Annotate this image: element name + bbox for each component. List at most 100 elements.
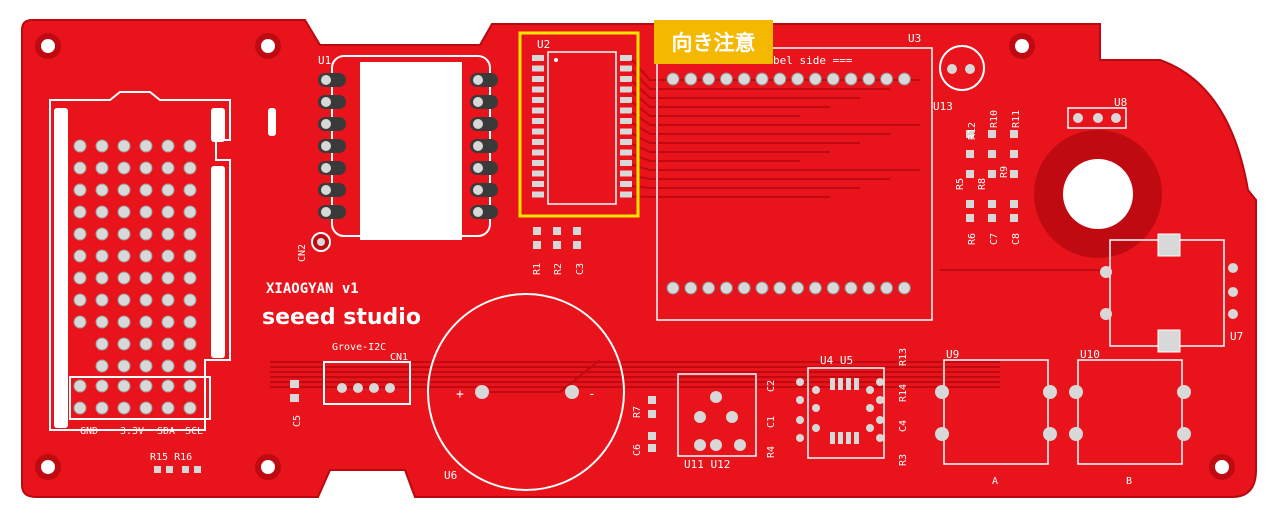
u2-pin [620,181,632,187]
header-hole [161,401,175,415]
proto-hole [161,359,175,373]
svg-text:R14: R14 [898,384,909,402]
proto-hole [139,359,153,373]
u3-pin [791,72,805,86]
svg-text:R10: R10 [989,110,1000,128]
svg-text:U6: U6 [444,469,457,482]
u2-pin [620,128,632,135]
brand-logo: seeed studio [262,305,421,330]
svg-text:C3: C3 [575,263,586,275]
proto-hole [183,359,197,373]
proto-hole [161,139,175,153]
u4-pin [854,378,859,390]
proto-hole [95,161,109,175]
resistor-pad [966,214,974,222]
proto-hole [183,337,197,351]
u13-label: U13 [933,100,953,113]
proto-hole [95,359,109,373]
header-hole [95,379,109,393]
r1-r2-c3: R1 R2 C3 [532,227,586,275]
proto-hole [183,205,197,219]
svg-text:R4: R4 [766,446,777,458]
u7-connector: U7 [1100,233,1243,353]
u2-pin [532,170,544,177]
cn2-pad: CN2 [297,232,331,262]
svg-text:R15 R16: R15 R16 [150,452,192,463]
proto-hole [117,161,131,175]
svg-text:C7: C7 [989,233,1000,245]
proto-hole [117,227,131,241]
u13-component: U13 [933,45,985,113]
svg-text:R7: R7 [632,406,643,418]
u3-pin [791,281,805,295]
grove-connector: Grove-I2C CN1 C5 [290,342,411,427]
u1-via [473,141,483,151]
smd-pad [866,404,874,412]
resistor-pad [1010,170,1018,178]
header-hole [117,401,131,415]
proto-hole [95,315,109,329]
svg-text:U11 U12: U11 U12 [684,458,730,471]
header-hole [139,379,153,393]
proto-hole [73,249,87,263]
proto-hole [161,249,175,263]
u2-highlight-box [518,31,640,218]
u7-label: U7 [1230,330,1243,343]
proto-hole [183,227,197,241]
smd-pad [812,386,820,394]
proto-hole [183,139,197,153]
u2-pin [532,97,544,103]
u3-pin [897,281,911,295]
board-title: XIAOGYAN v1 [266,281,359,297]
resistor-pad [988,200,996,208]
svg-text:U9: U9 [946,348,959,361]
header-hole [139,401,153,415]
svg-text:C1: C1 [766,416,777,428]
u2-pin [620,55,632,61]
proto-hole [139,315,153,329]
svg-text:U4 U5: U4 U5 [820,354,853,367]
u3-pin [719,72,733,86]
svg-text:R2: R2 [553,263,564,275]
proto-hole [117,293,131,307]
u3-pin [808,72,822,86]
resistor-pad [966,200,974,208]
proto-area: GND 3.3V SDA SCL [49,91,276,437]
u1-via [473,207,483,217]
u2-pin [532,191,544,198]
proto-hole [183,161,197,175]
proto-hole [161,293,175,307]
u1-via [321,163,331,173]
proto-hole [161,183,175,197]
u3-pin [737,281,751,295]
u3-pin [684,281,698,295]
svg-text:U10: U10 [1080,348,1100,361]
resistor-pad [988,130,996,138]
resistor-pad [966,170,974,178]
u4-u5-chips: U4 U5 C2 C1 R4 R13 R14 C4 R3 [766,348,909,466]
u3-module: U3 bel side === [656,32,933,321]
u3-pin [755,72,769,86]
proto-hole [73,315,87,329]
u3-pin [844,72,858,86]
u5-pin [838,432,843,444]
resistor-pad [966,130,974,138]
resistor-pad [966,150,974,158]
u5-pin [830,432,835,444]
u2-pin [532,107,544,114]
u3-pin [773,281,787,295]
svg-text:C8: C8 [1011,233,1022,245]
proto-hole [95,205,109,219]
proto-hole [117,139,131,153]
proto-hole [161,337,175,351]
u8-battery-holder: U8 [1034,96,1162,258]
u2-pin [532,149,544,156]
proto-hole [73,205,87,219]
proto-hole [139,249,153,263]
u3-pin [684,72,698,86]
u2-pin [532,55,544,61]
u1-via [321,207,331,217]
smd-pad [796,434,804,442]
u2-chip: U2 [532,38,632,205]
